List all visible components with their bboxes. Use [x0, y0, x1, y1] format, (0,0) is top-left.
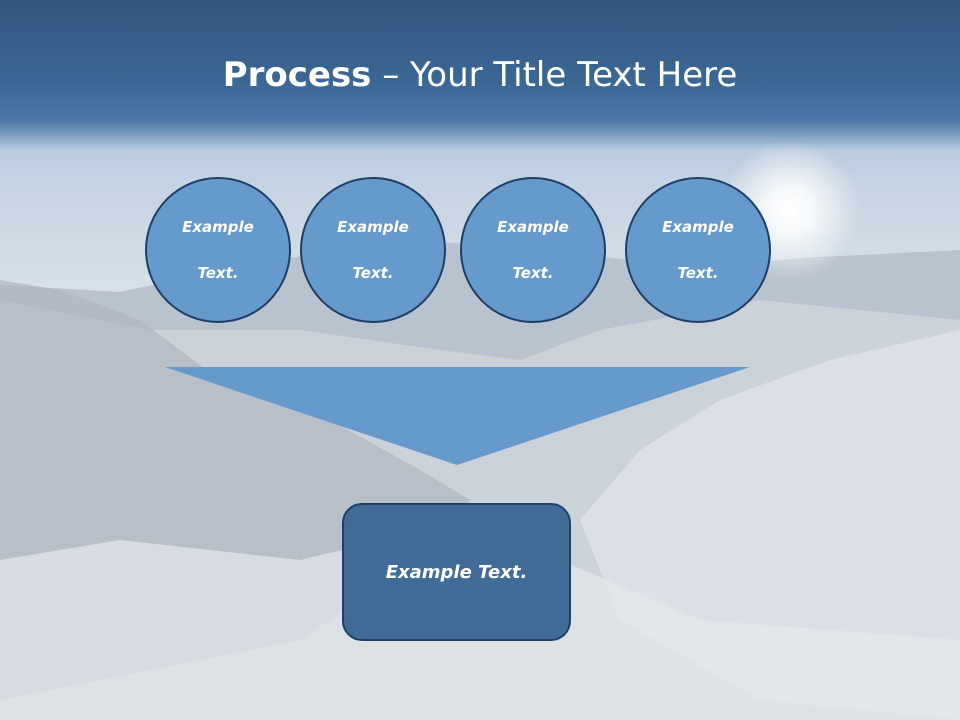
result-box: Example Text.	[342, 503, 571, 641]
title-bold: Process	[222, 55, 372, 95]
slide-title: Process – Your Title Text Here	[0, 52, 960, 98]
circle-4-line1: Example	[662, 217, 734, 236]
title-band	[0, 0, 960, 150]
circle-3-line2: Text.	[512, 263, 554, 282]
circle-1-line1: Example	[182, 217, 254, 236]
circle-4-line2: Text.	[677, 263, 719, 282]
circle-2-line2: Text.	[352, 263, 394, 282]
circle-3-line1: Example	[497, 217, 569, 236]
funnel-arrow	[165, 367, 750, 465]
circle-2-line1: Example	[337, 217, 409, 236]
circle-1-line2: Text.	[197, 263, 239, 282]
title-rest: – Your Title Text Here	[371, 55, 738, 95]
result-box-text: Example Text.	[385, 561, 528, 583]
